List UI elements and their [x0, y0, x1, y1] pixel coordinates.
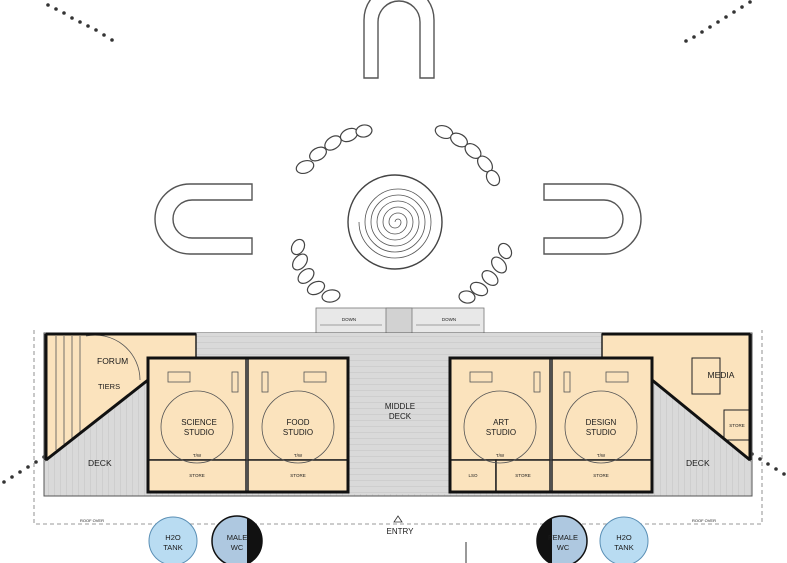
labels: FORUM TIERS DECK DECK SCIENCE STUDIO FOO…	[80, 317, 745, 552]
stepping-stones	[290, 124, 513, 304]
label-store-art: STORE	[515, 473, 530, 478]
label-deck-left: DECK	[88, 458, 112, 468]
label-food-1: FOOD	[286, 418, 309, 427]
label-food-2: STUDIO	[283, 428, 313, 437]
label-roof-right: ROOF OVER	[692, 518, 716, 523]
label-h2o-left-2: TANK	[163, 543, 182, 552]
entry-arrow-icon	[393, 515, 403, 523]
label-science-2: STUDIO	[184, 428, 214, 437]
label-h2o-right-2: TANK	[614, 543, 633, 552]
design-studio	[551, 357, 653, 461]
label-female-1: FEMALE	[548, 533, 578, 542]
label-media: MEDIA	[708, 370, 735, 380]
h2o-tank-right	[599, 516, 649, 563]
label-art-1: ART	[493, 418, 509, 427]
label-middle-2: DECK	[389, 412, 412, 421]
label-h2o-left-1: H2O	[165, 533, 181, 542]
label-roof-left: ROOF OVER	[80, 518, 104, 523]
label-male-1: MALE	[227, 533, 247, 542]
label-store-design: STORE	[593, 473, 608, 478]
entry-ramp	[315, 307, 485, 334]
label-store-science: STORE	[189, 473, 204, 478]
u-bench-left	[154, 183, 253, 255]
h2o-tank-left	[148, 516, 198, 563]
label-male-2: WC	[231, 543, 244, 552]
spiral-feature	[347, 174, 443, 270]
dotted-path-top-right	[684, 0, 752, 43]
label-h2o-right-1: H2O	[616, 533, 632, 542]
label-forum: FORUM	[97, 356, 128, 366]
label-deck-right: DECK	[686, 458, 710, 468]
label-science-1: SCIENCE	[181, 418, 217, 427]
store-design	[551, 459, 653, 493]
art-studio	[449, 357, 551, 461]
building	[33, 330, 763, 525]
label-tw-food: T/W	[294, 453, 303, 458]
services	[148, 515, 649, 563]
label-art-2: STUDIO	[486, 428, 516, 437]
label-tw-design: T/W	[597, 453, 606, 458]
food-studio	[247, 357, 349, 461]
label-tiers: TIERS	[98, 382, 120, 391]
label-store-small: STORE	[729, 423, 744, 428]
label-tw-art: T/W	[496, 453, 505, 458]
u-bench-right	[543, 183, 642, 255]
u-bench-top	[363, 0, 435, 79]
label-down-right: DOWN	[442, 317, 456, 322]
label-design-1: DESIGN	[586, 418, 617, 427]
label-female-2: WC	[557, 543, 570, 552]
label-middle-1: MIDDLE	[385, 402, 415, 411]
middle-deck-area	[349, 358, 450, 494]
dotted-path-top-left	[46, 3, 114, 42]
label-entry: ENTRY	[387, 527, 415, 536]
science-studio	[147, 357, 247, 461]
label-store-food: STORE	[290, 473, 305, 478]
label-design-2: STUDIO	[586, 428, 616, 437]
label-lso: LSO	[468, 473, 478, 478]
label-tw-science: T/W	[193, 453, 202, 458]
label-down-left: DOWN	[342, 317, 356, 322]
